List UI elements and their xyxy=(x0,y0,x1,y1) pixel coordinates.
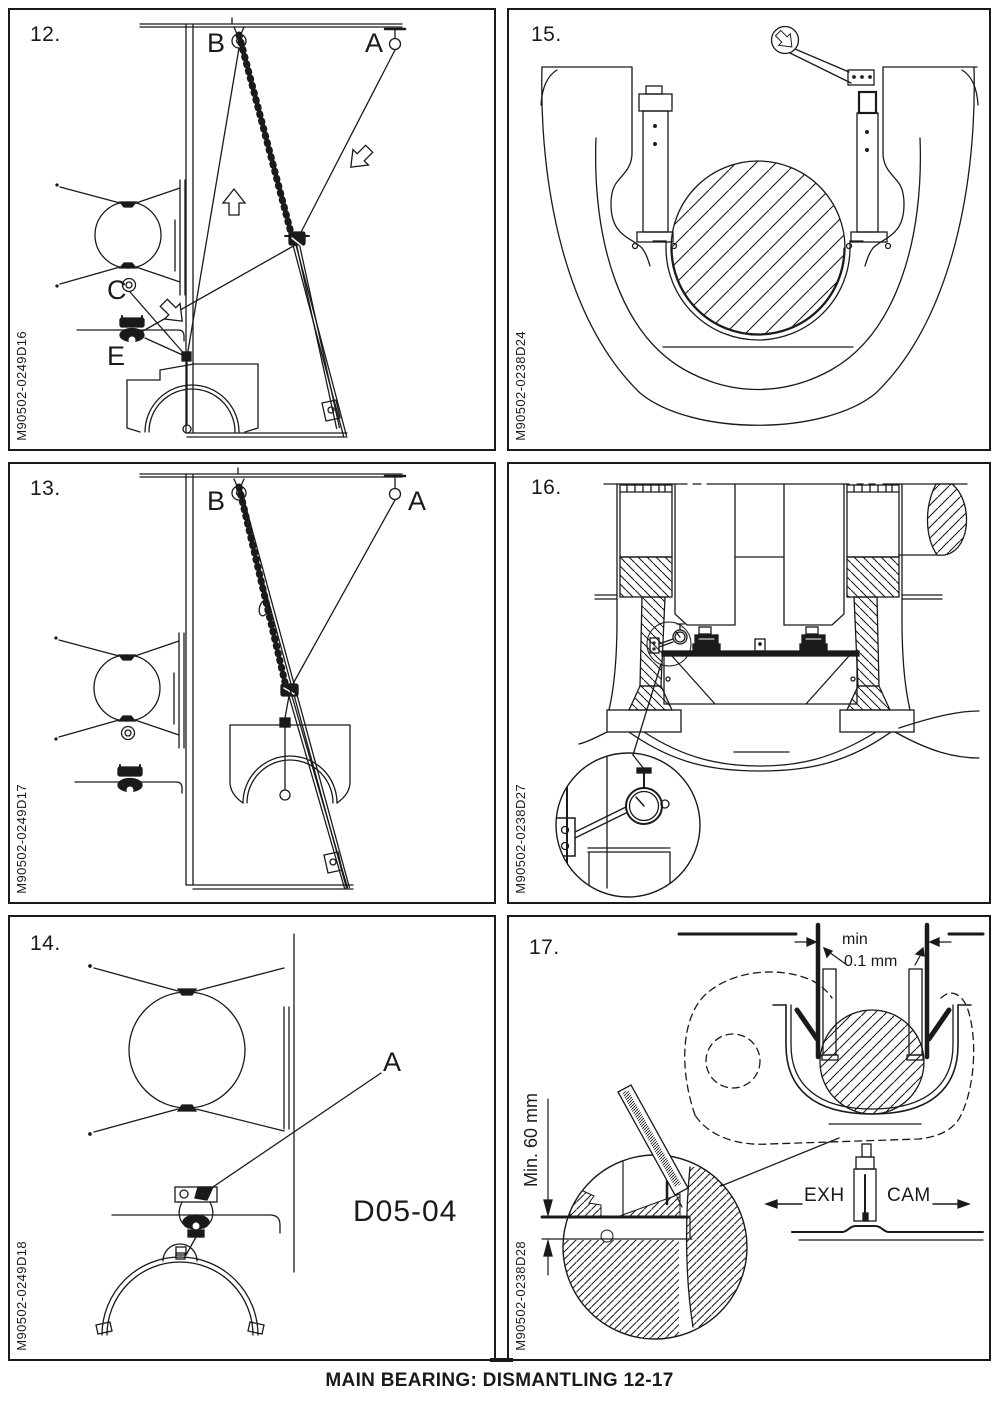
frame-edge xyxy=(283,933,295,1273)
crankshaft-section xyxy=(898,483,968,556)
figure-15-number: 15. xyxy=(531,23,562,46)
turnbuckle-icon xyxy=(280,683,299,697)
bedplate xyxy=(578,594,980,772)
figure-17-drawing xyxy=(540,922,985,1340)
figure-17-min-label: min xyxy=(842,931,868,948)
figure-panel-15: 15. M90502-0238D24 xyxy=(507,8,991,451)
figure-17-min-value: 0.1 mm xyxy=(844,953,898,970)
figure-12-code: M90502-0249D16 xyxy=(14,331,29,441)
binding-notch xyxy=(490,1358,513,1362)
clearance-dimension-arrows xyxy=(794,936,952,966)
figure-12-label-a: A xyxy=(365,28,384,58)
magnifier-leader xyxy=(720,1137,840,1187)
height-dimension-arrows xyxy=(543,1098,553,1276)
measuring-lines xyxy=(540,1161,693,1240)
frame-wall-right xyxy=(839,483,915,733)
figure-12-label-e: E xyxy=(107,341,126,371)
figure-13-drawing xyxy=(54,467,407,890)
jack-pillar-right xyxy=(845,90,892,250)
figure-15-code: M90502-0238D24 xyxy=(513,331,528,441)
eyebolt-a-icon xyxy=(383,474,407,501)
hydraulic-jack xyxy=(853,1143,877,1222)
crank-web xyxy=(55,179,186,296)
jack-screw-right xyxy=(799,626,828,651)
crank-web xyxy=(54,632,185,749)
figure-12-label-c: C xyxy=(107,275,127,305)
cam-arrow-icon xyxy=(932,1199,971,1209)
shell-edge-detail xyxy=(563,1166,747,1339)
deck-and-column xyxy=(139,17,403,438)
deck-and-column xyxy=(139,467,403,890)
label-a-leader xyxy=(206,1072,382,1192)
figure-12-label-b: B xyxy=(207,28,226,58)
bearing-saddle xyxy=(772,1004,972,1125)
figure-13-label-a: A xyxy=(408,486,427,516)
frame-wall-left xyxy=(606,483,682,733)
bearing-cap xyxy=(229,724,351,804)
jack-pillar-left xyxy=(631,85,678,250)
figure-panel-16: 16. M90502-0238D27 xyxy=(507,462,991,904)
hydraulic-jack-cylinders xyxy=(674,483,845,626)
figure-13-label-b: B xyxy=(207,486,226,516)
figure-13-number: 13. xyxy=(30,477,61,500)
callout-arrow-icon xyxy=(770,25,852,84)
crankshaft-journal xyxy=(819,1009,925,1115)
figure-17-code: M90502-0238D28 xyxy=(513,1241,528,1351)
figure-17-height-dim: Min. 60 mm xyxy=(521,1093,541,1188)
magnifier-circle xyxy=(555,752,701,898)
figure-panel-17: 17. min 0.1 mm EXH CAM Min. 60 mm M90502… xyxy=(507,915,991,1361)
lifting-tool-beam xyxy=(661,638,860,705)
jack-rod xyxy=(286,689,349,890)
figure-17-cam-label: CAM xyxy=(887,1185,931,1206)
shackle-icon xyxy=(74,764,183,794)
frame-lower-edge xyxy=(111,1214,281,1234)
figure-panel-13: 13. B A M90502-0249D17 xyxy=(8,462,496,904)
engine-block-section xyxy=(540,66,979,426)
feeler-gauge-strip xyxy=(617,1084,689,1208)
bearing-shell xyxy=(95,1243,265,1336)
baseline xyxy=(791,1225,984,1241)
page-footer-caption: MAIN BEARING: DISMANTLING 12-17 xyxy=(325,1370,674,1391)
figure-16-drawing xyxy=(555,483,980,898)
crankshaft-journal xyxy=(670,160,846,336)
jack-rod xyxy=(294,238,341,430)
exh-arrow-icon xyxy=(764,1199,803,1209)
cap-sling xyxy=(279,695,291,801)
shackle-e-icon xyxy=(76,315,185,344)
figure-17-number: 17. xyxy=(529,936,560,959)
pulley-c-icon xyxy=(121,277,137,293)
distance-piece xyxy=(847,69,875,86)
figure-13-code: M90502-0249D17 xyxy=(14,784,29,894)
jack-screw-left xyxy=(692,626,721,651)
figure-14-number: 14. xyxy=(30,932,61,955)
bearing-cap-ghost xyxy=(684,971,975,1145)
figure-17-exh-label: EXH xyxy=(804,1185,845,1206)
bearing-cap xyxy=(126,363,259,433)
figure-12-number: 12. xyxy=(30,23,61,46)
eyebolt-a-icon xyxy=(383,27,407,51)
figure-14-ref-code: D05-04 xyxy=(353,1195,458,1228)
direction-arrow-up-icon xyxy=(221,187,247,216)
lifting-cables xyxy=(129,47,396,358)
cable-a xyxy=(288,499,396,692)
figure-14-code: M90502-0249D18 xyxy=(14,1241,29,1351)
figure-panel-12: 12. B A C E M90502-0249D16 xyxy=(8,8,496,451)
figure-16-code: M90502-0238D27 xyxy=(513,784,528,894)
figure-14-drawing xyxy=(88,933,382,1336)
figure-16-number: 16. xyxy=(531,476,562,499)
dial-gauge-detail xyxy=(556,754,671,893)
figure-panel-14: 14. A D05-04 M90502-0249D18 xyxy=(8,915,496,1361)
bearing-attachment-point xyxy=(181,351,192,434)
figure-12-drawing xyxy=(55,17,407,438)
shackle-assembly xyxy=(174,1186,218,1256)
figure-14-label-a: A xyxy=(383,1047,402,1077)
crank-web xyxy=(88,964,285,1136)
dial-gauge-location xyxy=(632,621,692,756)
turnbuckle-icon xyxy=(284,231,310,247)
figure-15-drawing xyxy=(540,25,979,426)
direction-arrow-down-right-icon xyxy=(159,298,183,322)
direction-arrow-down-left-icon xyxy=(350,144,374,168)
